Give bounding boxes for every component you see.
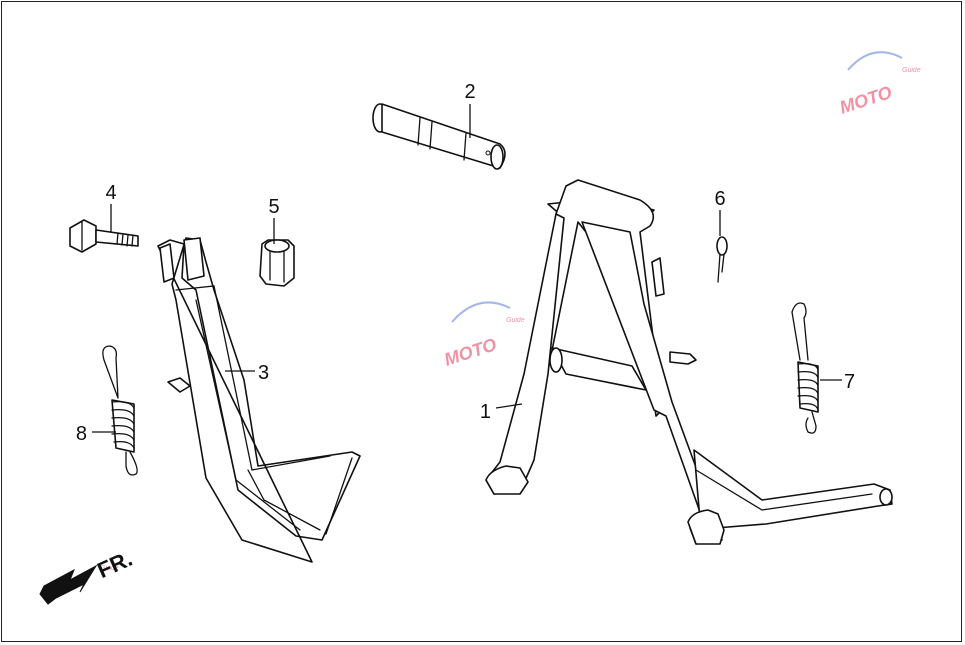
part-4-bolt bbox=[69, 219, 139, 253]
callout-5: 5 bbox=[268, 196, 279, 218]
watermark-tagline: Guide bbox=[506, 317, 525, 324]
callout-7: 7 bbox=[844, 371, 855, 393]
watermark-top: MOTO Guide bbox=[837, 51, 921, 118]
callout-6: 6 bbox=[714, 188, 725, 210]
watermark-bottom: Guide bbox=[100, 565, 119, 572]
front-direction-indicator: FR. bbox=[39, 546, 136, 605]
callout-labels: 1 2 3 4 5 6 7 8 bbox=[76, 81, 855, 445]
part-3-side-stand bbox=[157, 237, 361, 563]
part-6-cotter-pin bbox=[716, 236, 728, 283]
callout-3: 3 bbox=[258, 362, 269, 384]
callout-1: 1 bbox=[480, 401, 491, 423]
callout-2: 2 bbox=[464, 81, 475, 103]
watermark-center: MOTO Guide bbox=[442, 301, 525, 370]
watermark-brand: MOTO bbox=[837, 82, 894, 118]
part-2-pivot-pin bbox=[372, 103, 506, 170]
leader-lines bbox=[92, 104, 842, 433]
watermark-brand: MOTO bbox=[442, 334, 499, 370]
callout-4: 4 bbox=[105, 182, 116, 204]
part-7-spring bbox=[791, 302, 819, 434]
part-8-spring bbox=[102, 345, 138, 476]
callout-8: 8 bbox=[76, 423, 87, 445]
watermark-tagline: Guide bbox=[100, 565, 119, 572]
part-5-nut bbox=[259, 239, 295, 287]
direction-label: FR. bbox=[93, 546, 136, 583]
arrow-icon bbox=[39, 564, 98, 605]
part-1-main-stand bbox=[485, 179, 893, 545]
watermark-tagline: Guide bbox=[902, 67, 921, 74]
